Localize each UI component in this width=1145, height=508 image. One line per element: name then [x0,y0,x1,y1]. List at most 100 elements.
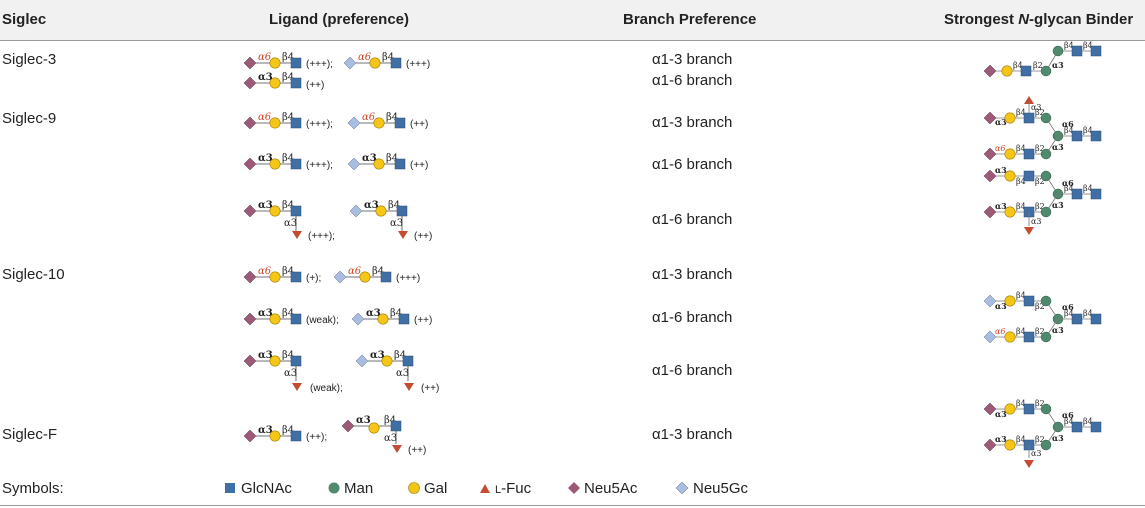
svg-text:β4: β4 [282,112,294,123]
branch-preference: α1-6 branch [652,211,733,228]
svg-text:β2: β2 [1035,399,1045,408]
ligand-preference: (+++); [308,231,335,242]
svg-text:β4: β4 [1013,61,1023,70]
svg-text:α3: α3 [1052,325,1064,335]
svg-text:α3: α3 [995,201,1007,211]
ligand-preference: (++) [410,160,428,171]
branch-preference: α1-6 branch [652,156,733,173]
svg-text:α3: α3 [258,350,273,361]
svg-text:α3: α3 [995,301,1007,311]
ligand-preference: (++); [306,432,327,443]
svg-text:β4: β4 [1016,144,1026,153]
ligand-preference: (+++) [396,273,420,284]
ligand-glycan: α3 β4 (++); α3 β4 α3 (++) [243,415,426,456]
fuc-icon [480,484,490,493]
svg-text:β4: β4 [282,266,294,277]
svg-text:α3: α3 [390,218,403,229]
svg-text:β4: β4 [372,266,384,277]
svg-text:β4: β4 [1016,327,1026,336]
branch-preference: α1-6 branch [652,72,733,89]
svg-text:α3: α3 [1052,142,1064,152]
siglec-name: Siglec-9 [2,110,57,127]
legend-fuc: L-Fuc [495,480,531,497]
svg-text:α3: α3 [995,409,1007,419]
man-icon [328,482,340,494]
svg-text:β4: β4 [1016,435,1026,444]
ligand-glycan: α3 β4 α3 (weak); α3 β4 α3 (++) [243,350,439,394]
svg-text:α6: α6 [1062,178,1074,188]
n-glycan-binder: α3 β4 β2 α6 β4 β4 α3 α3 β4 β2 α3 [983,399,1102,468]
siglec-name: Siglec-F [2,426,58,443]
neu5gc-icon [675,481,689,495]
svg-text:β4: β4 [1016,177,1026,186]
n-glycan-binder: α3 α3 β4 β2 α6 β4 β4 α3 α6 β4 β2 α3 β4 [983,96,1102,235]
svg-text:β2: β2 [1035,144,1045,153]
linkage-label: α6 [258,52,272,63]
svg-text:α3: α3 [366,308,381,319]
gal-icon [369,57,381,69]
legend-glcnac: GlcNAc [241,480,292,497]
ligand-preference: (weak); [310,383,343,394]
svg-text:α3: α3 [364,200,379,211]
ligand-preference: (+++); [306,160,333,171]
ligand-glycan: α6 β4 (+++); α6 β4 (++) [243,112,428,130]
siglec-name: Siglec-3 [2,51,57,68]
svg-text:β4: β4 [282,350,294,361]
svg-text:β4: β4 [1083,126,1093,135]
svg-text:α3: α3 [1052,60,1064,70]
header-ligand: Ligand (preference) [269,11,410,28]
svg-text:β2: β2 [1035,202,1045,211]
svg-text:β4: β4 [1064,126,1074,135]
svg-text:α3: α3 [384,433,397,444]
svg-text:β4: β4 [282,72,294,83]
ligand-glycan: α3 β4 α3 (+++); α3 β4 α3 (++) [243,200,432,242]
svg-text:β4: β4 [1083,184,1093,193]
ligand-glycan: α6 β4 (+++); α6 β4 (+++) [243,52,430,70]
neu5gc-icon [343,56,357,70]
svg-text:β4: β4 [1064,184,1074,193]
svg-text:α6: α6 [348,266,362,277]
table-header: Siglec Ligand (preference) Branch Prefer… [0,0,1145,41]
svg-text:β4: β4 [386,112,398,123]
header-strongest-italic: N [1018,11,1030,28]
svg-text:α3: α3 [1031,103,1042,112]
legend-fuc-prefix: L [495,484,502,496]
svg-text:α3: α3 [356,415,371,426]
ligand-glycan: α3 β4 (++) [243,72,324,91]
branch-preference: α1-6 branch [652,309,733,326]
header-branch-preference: Branch Preference [623,11,757,28]
svg-text:α3: α3 [995,165,1007,175]
ligand-preference: (++) [306,80,324,91]
legend-gal: Gal [424,480,448,497]
svg-text:α6: α6 [1062,302,1074,312]
svg-text:α6: α6 [1062,119,1074,129]
n-glycan-binder: α3 β4 β2 α6 β4 β4 α3 α6 β4 β2 [983,291,1102,344]
svg-text:β2: β2 [1033,61,1043,70]
svg-text:β4: β4 [1016,291,1026,300]
header-strongest-suffix: -glycan Binder [1029,11,1134,28]
fuc-icon [292,231,302,239]
gal-icon [408,482,420,494]
legend-fuc-label: -Fuc [501,480,532,497]
ligand-preference: (+); [306,273,321,284]
header-siglec: Siglec [2,11,47,28]
svg-text:β4: β4 [282,153,294,164]
svg-text:α6: α6 [362,112,376,123]
svg-text:β4: β4 [388,200,400,211]
svg-text:β4: β4 [1064,41,1074,50]
svg-text:α3: α3 [258,308,273,319]
legend-neu5gc: Neu5Gc [693,480,749,497]
ligand-preference: (++) [414,315,432,326]
svg-text:β2: β2 [1035,302,1045,311]
svg-text:α3: α3 [1052,433,1064,443]
header-strongest-prefix: Strongest [944,11,1019,28]
svg-text:β4: β4 [282,425,294,436]
svg-text:β2: β2 [1035,327,1045,336]
svg-text:β4: β4 [390,308,402,319]
svg-text:α3: α3 [258,153,273,164]
linkage-label: β4 [282,52,294,63]
svg-text:β4: β4 [1083,309,1093,318]
svg-text:β4: β4 [1064,417,1074,426]
svg-text:β4: β4 [384,415,396,426]
svg-text:α3: α3 [1052,200,1064,210]
